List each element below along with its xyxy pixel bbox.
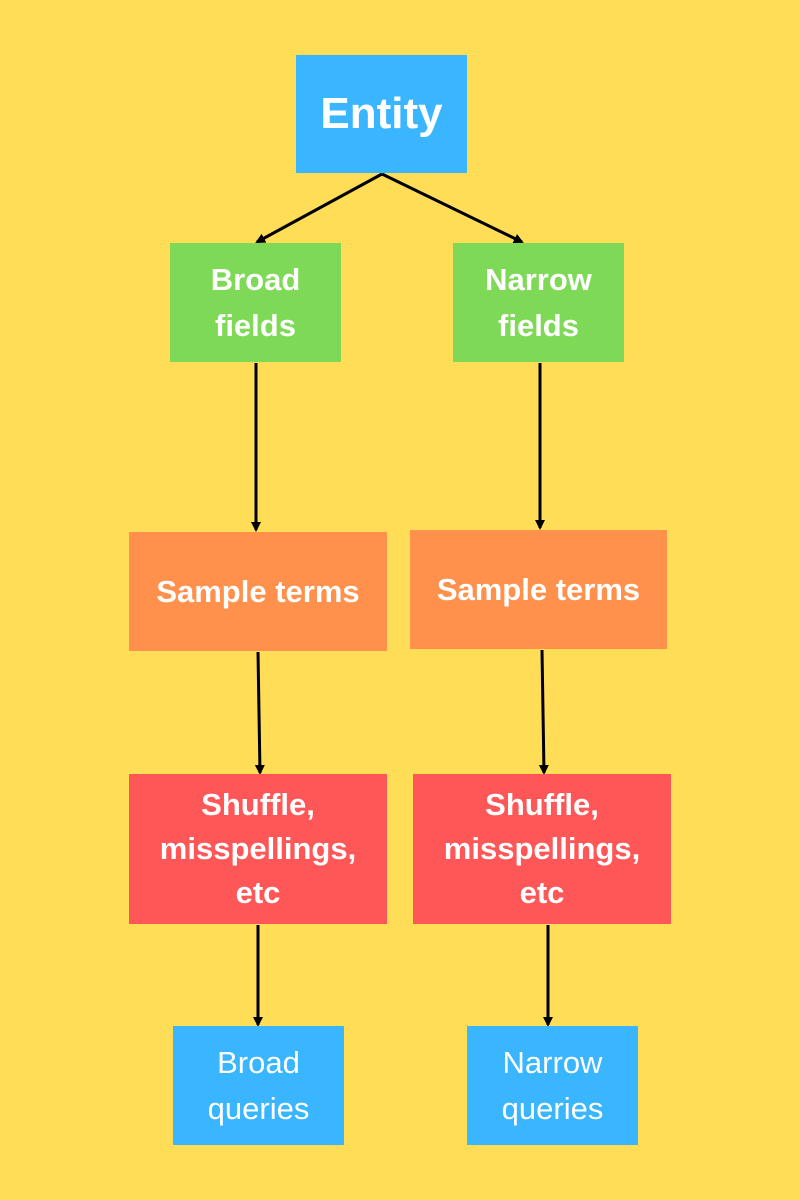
node-shuffle-right-line1: Shuffle,	[485, 787, 599, 822]
node-shuffle-left-line1: Shuffle,	[201, 787, 315, 822]
node-broad-queries-line2: queries	[207, 1090, 310, 1126]
node-narrow-queries-line1: Narrow	[502, 1044, 603, 1080]
node-broad-fields-line1: Broad	[210, 261, 301, 297]
node-entity-label: Entity	[320, 89, 443, 138]
node-entity: Entity	[296, 55, 467, 173]
node-broad-fields: Broad fields	[170, 243, 341, 362]
node-shuffle-right-line3: etc	[519, 875, 565, 910]
arrow-sample-terms-left-to-shuffle-left	[254, 651, 265, 775]
node-sample-terms-left-label: Sample terms	[156, 573, 360, 609]
node-shuffle-left-line3: etc	[235, 875, 281, 910]
node-shuffle-right: Shuffle, misspellings, etc	[413, 774, 671, 924]
node-broad-queries: Broad queries	[173, 1026, 344, 1145]
arrow-entity-to-narrow-fields	[381, 172, 524, 244]
node-sample-terms-left: Sample terms	[129, 532, 387, 651]
arrow-sample-terms-right-to-shuffle-right	[538, 649, 549, 775]
node-narrow-fields-line1: Narrow	[485, 261, 592, 297]
node-broad-fields-line2: fields	[215, 307, 296, 343]
node-narrow-fields: Narrow fields	[453, 243, 624, 362]
node-narrow-fields-line2: fields	[498, 307, 579, 343]
node-narrow-queries: Narrow queries	[467, 1026, 638, 1145]
node-shuffle-left-line2: misspellings,	[159, 831, 357, 866]
node-shuffle-right-line2: misspellings,	[443, 831, 641, 866]
node-shuffle-left: Shuffle, misspellings, etc	[129, 774, 387, 924]
node-broad-queries-line1: Broad	[217, 1044, 300, 1080]
node-sample-terms-right-label: Sample terms	[436, 571, 641, 607]
node-sample-terms-right: Sample terms	[410, 530, 667, 649]
arrow-entity-to-broad-fields	[255, 172, 383, 244]
node-narrow-queries-line2: queries	[501, 1090, 604, 1126]
